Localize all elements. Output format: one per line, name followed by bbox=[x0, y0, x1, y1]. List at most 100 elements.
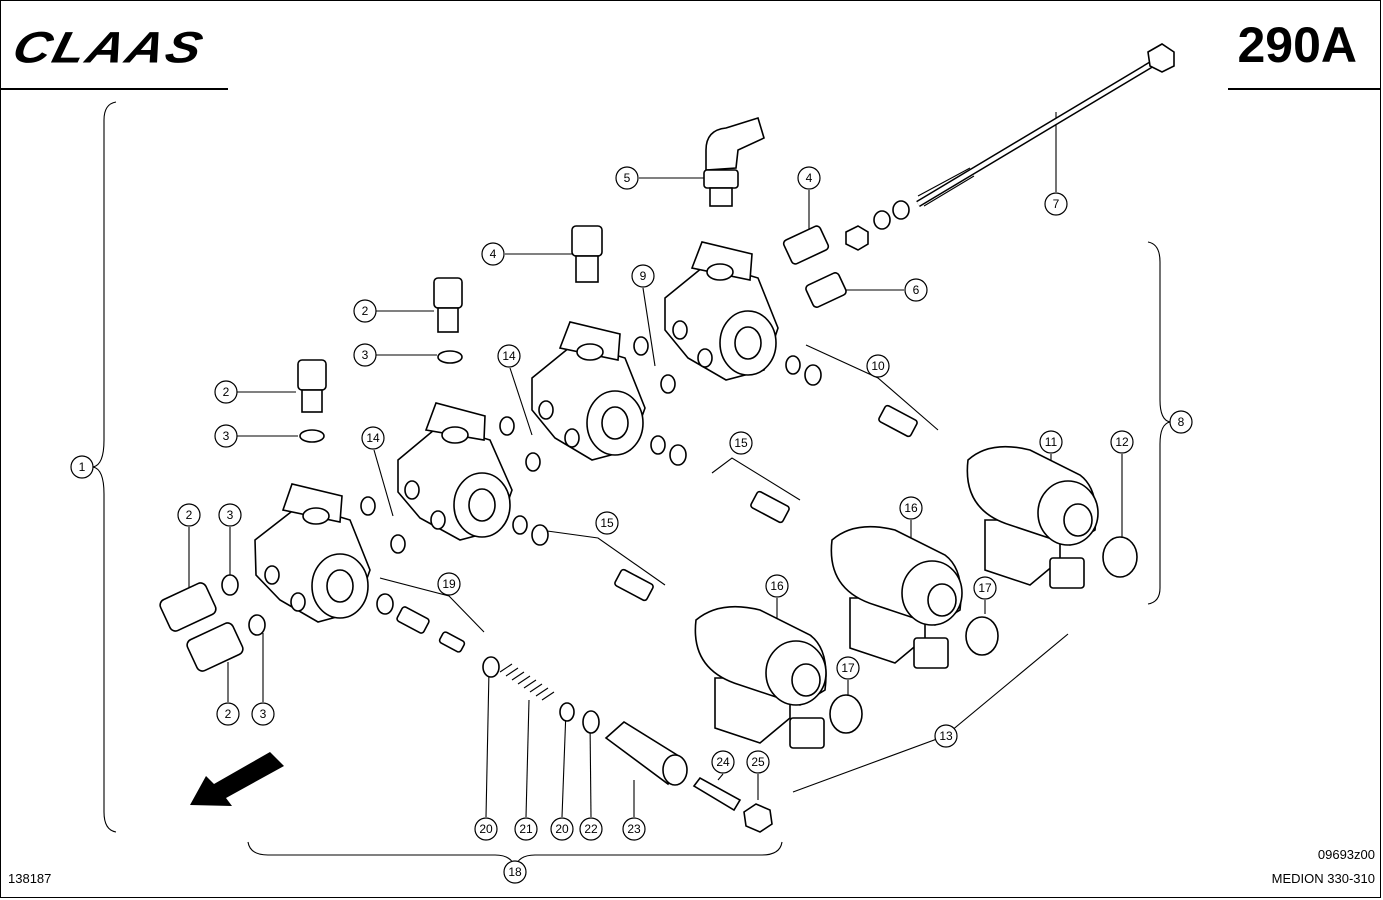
svg-text:14: 14 bbox=[366, 431, 380, 445]
svg-text:4: 4 bbox=[490, 247, 497, 261]
direction-arrow bbox=[190, 752, 284, 806]
bracket-group-1 bbox=[92, 101, 117, 833]
figure-number: 138187 bbox=[8, 871, 52, 886]
callout: 10 bbox=[866, 354, 890, 378]
valve-body-4 bbox=[664, 241, 779, 381]
svg-text:11: 11 bbox=[1045, 435, 1058, 449]
solenoid-coil-11 bbox=[966, 445, 1099, 589]
side-fittings bbox=[159, 225, 847, 672]
svg-text:21: 21 bbox=[519, 822, 533, 836]
callout: 15 bbox=[595, 511, 619, 535]
leader-lines bbox=[188, 112, 1123, 818]
svg-text:24: 24 bbox=[716, 755, 730, 769]
solenoid-coil-16-upper bbox=[830, 525, 963, 669]
callout: 24 bbox=[711, 750, 735, 774]
svg-text:3: 3 bbox=[227, 508, 234, 522]
callout: 4 bbox=[481, 242, 505, 266]
sleeve-23 bbox=[604, 721, 688, 786]
fitting-top-1 bbox=[297, 359, 327, 443]
elbow-fitting bbox=[703, 116, 765, 207]
callout: 2 bbox=[214, 380, 238, 404]
header-rule-right bbox=[1228, 88, 1381, 90]
callout: 18 bbox=[503, 860, 527, 884]
svg-text:3: 3 bbox=[223, 429, 230, 443]
svg-text:15: 15 bbox=[734, 436, 748, 450]
header-rule-left bbox=[0, 88, 228, 90]
svg-text:6: 6 bbox=[913, 283, 920, 297]
bracket-group-8 bbox=[1147, 241, 1171, 605]
svg-text:14: 14 bbox=[502, 349, 516, 363]
callout: 3 bbox=[218, 503, 242, 527]
callout: 2 bbox=[353, 299, 377, 323]
callout: 22 bbox=[579, 817, 603, 841]
fitting-top-2 bbox=[433, 277, 463, 364]
o-rings bbox=[221, 336, 1138, 734]
callout: 2 bbox=[177, 503, 201, 527]
callout: 17 bbox=[836, 656, 860, 680]
callout: 21 bbox=[514, 817, 538, 841]
callout: 3 bbox=[251, 702, 275, 726]
svg-text:22: 22 bbox=[584, 822, 598, 836]
svg-text:10: 10 bbox=[871, 359, 885, 373]
svg-text:18: 18 bbox=[508, 865, 522, 879]
svg-text:20: 20 bbox=[479, 822, 493, 836]
callout: 23 bbox=[622, 817, 646, 841]
callout: 20 bbox=[550, 817, 574, 841]
callout: 16 bbox=[899, 496, 923, 520]
svg-text:13: 13 bbox=[939, 729, 953, 743]
svg-text:2: 2 bbox=[362, 304, 369, 318]
callout: 5 bbox=[615, 166, 639, 190]
svg-text:19: 19 bbox=[442, 577, 456, 591]
svg-text:2: 2 bbox=[223, 385, 230, 399]
svg-text:25: 25 bbox=[751, 755, 765, 769]
spring-21 bbox=[499, 663, 555, 701]
svg-text:23: 23 bbox=[627, 822, 641, 836]
callout: 13 bbox=[934, 724, 958, 748]
sensor-pins bbox=[396, 404, 918, 653]
callout: 8 bbox=[1169, 410, 1193, 434]
svg-text:1: 1 bbox=[79, 460, 86, 474]
svg-text:20: 20 bbox=[555, 822, 569, 836]
solenoid-coil-16-lower bbox=[694, 605, 827, 749]
svg-text:17: 17 bbox=[841, 661, 855, 675]
callout: 1 bbox=[70, 455, 94, 479]
svg-text:2: 2 bbox=[225, 707, 232, 721]
callout: 25 bbox=[746, 750, 770, 774]
callout: 6 bbox=[904, 278, 928, 302]
svg-text:12: 12 bbox=[1115, 435, 1129, 449]
callout: 12 bbox=[1110, 430, 1134, 454]
callout: 3 bbox=[214, 424, 238, 448]
svg-text:9: 9 bbox=[640, 269, 647, 283]
valve-body-3 bbox=[531, 321, 646, 461]
valve-body-2 bbox=[397, 402, 513, 541]
callout: 19 bbox=[437, 572, 461, 596]
svg-text:7: 7 bbox=[1053, 197, 1060, 211]
tie-rod bbox=[916, 43, 1175, 208]
callout: 9 bbox=[631, 264, 655, 288]
callout: 16 bbox=[765, 574, 789, 598]
svg-text:16: 16 bbox=[770, 579, 784, 593]
model-name: MEDION 330-310 bbox=[1271, 871, 1375, 886]
callout: 14 bbox=[497, 344, 521, 368]
svg-text:5: 5 bbox=[624, 171, 631, 185]
drawing-reference: 09693z00 bbox=[1317, 847, 1375, 862]
svg-text:15: 15 bbox=[600, 516, 614, 530]
svg-text:17: 17 bbox=[978, 581, 992, 595]
svg-text:8: 8 bbox=[1178, 415, 1185, 429]
callout: 2 bbox=[216, 702, 240, 726]
callout: 7 bbox=[1044, 192, 1068, 216]
screw-24 bbox=[692, 776, 742, 812]
callout: 14 bbox=[361, 426, 385, 450]
svg-text:3: 3 bbox=[362, 348, 369, 362]
svg-text:3: 3 bbox=[260, 707, 267, 721]
svg-text:4: 4 bbox=[806, 171, 813, 185]
callout: 17 bbox=[973, 576, 997, 600]
svg-text:16: 16 bbox=[904, 501, 918, 515]
callout-bubbles: 1 2 3 2 3 4 5 4 7 6 9 10 14 14 15 15 8 1… bbox=[70, 166, 1193, 884]
nut-washer bbox=[845, 200, 910, 251]
callout: 15 bbox=[729, 431, 753, 455]
callout: 20 bbox=[474, 817, 498, 841]
callout: 3 bbox=[353, 343, 377, 367]
